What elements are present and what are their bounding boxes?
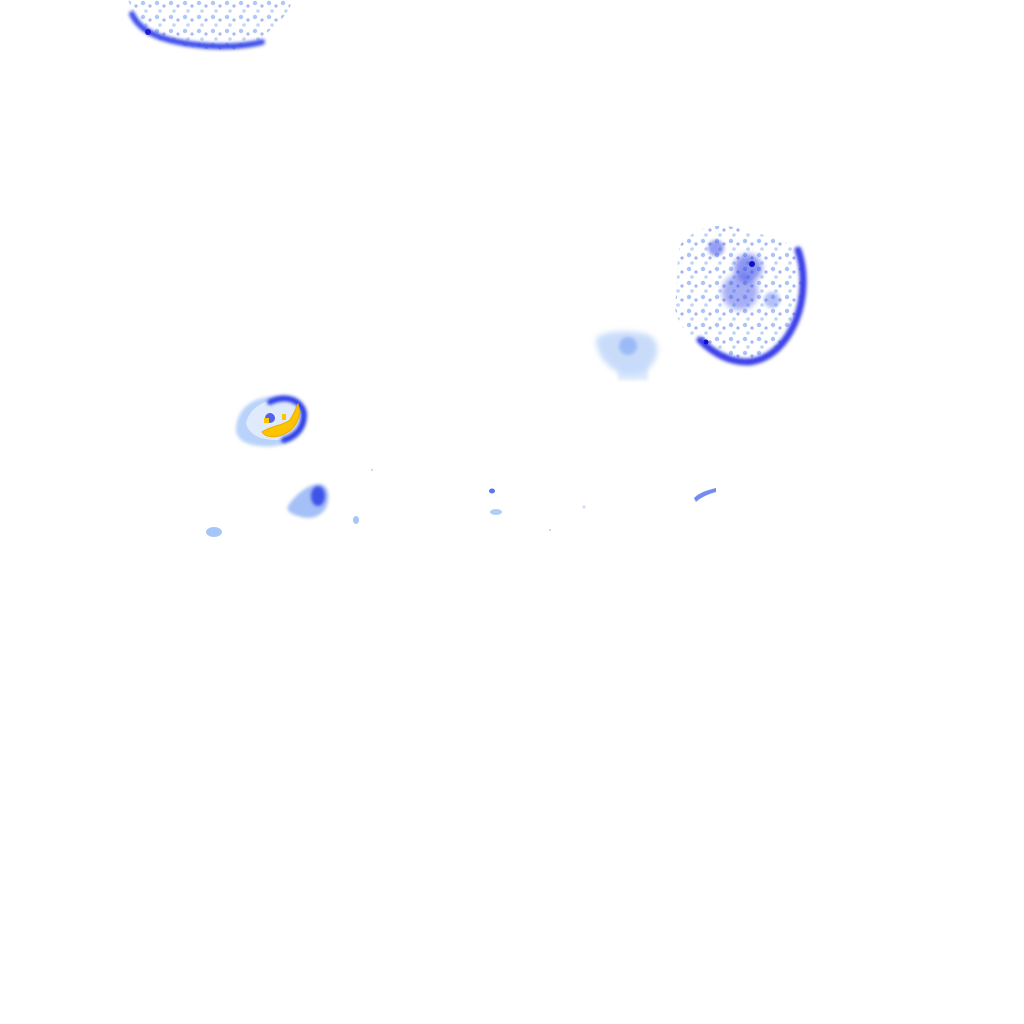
echo-cell-south-west bbox=[287, 484, 329, 518]
echo-cell-east-fringe bbox=[596, 331, 658, 380]
echo-speckles bbox=[206, 468, 716, 537]
echo-cell-east bbox=[674, 225, 807, 366]
echo-cell-west-core bbox=[236, 395, 308, 447]
echo-cell-north-west bbox=[128, 0, 292, 50]
